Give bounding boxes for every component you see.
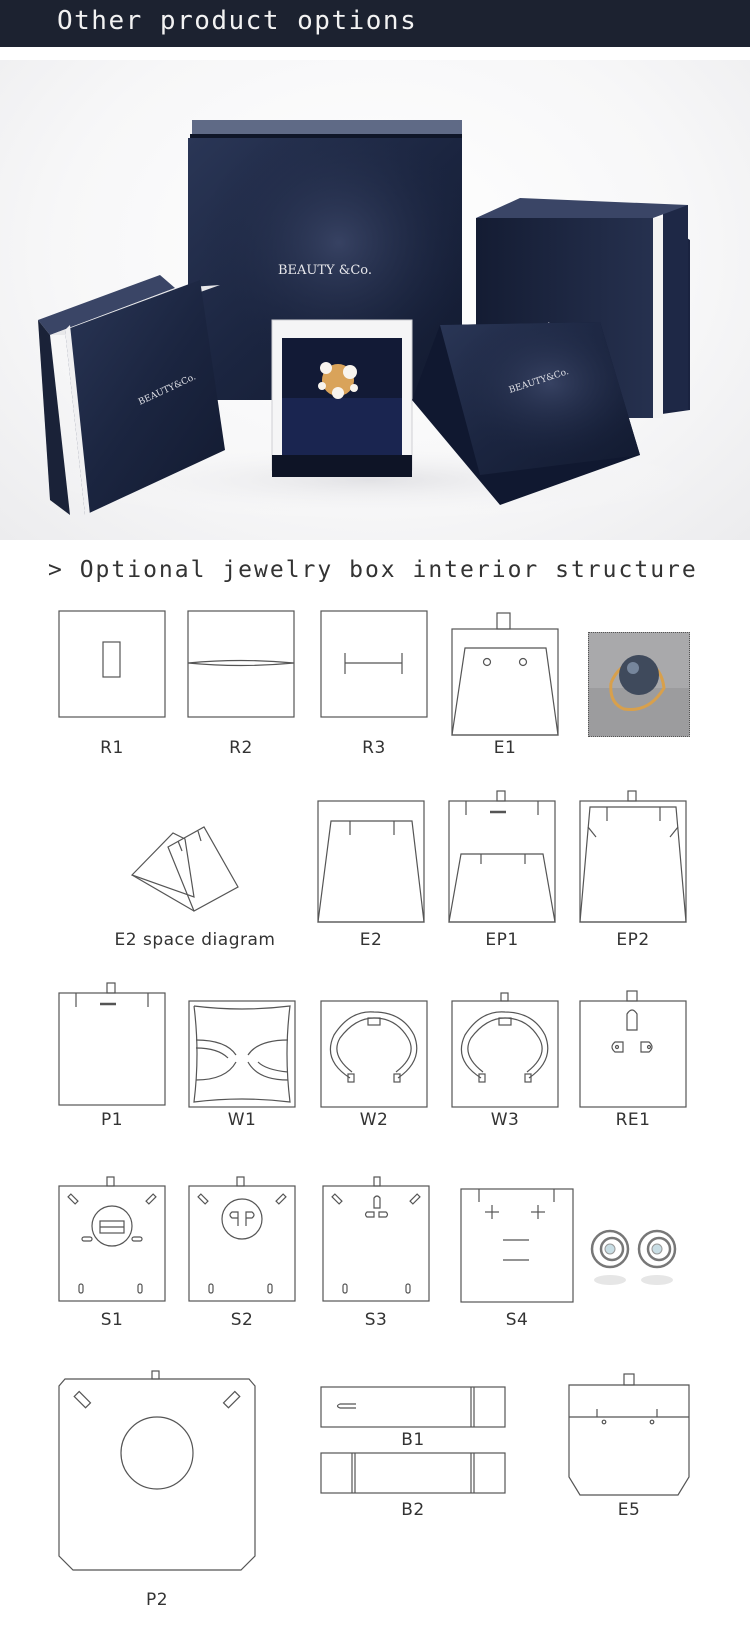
label-w3: W3 [490, 1110, 520, 1130]
diagram-s1 [58, 1176, 166, 1302]
product-photo: BEAUTY &Co. BEAUTY&Co. BEAUTY&Co. [0, 60, 750, 540]
diagram-p1 [58, 982, 166, 1106]
diagram-b1 [320, 1386, 506, 1428]
diagram-s2 [188, 1176, 296, 1302]
diagram-re1 [579, 990, 687, 1108]
diagram-w2 [320, 1000, 428, 1108]
label-s1: S1 [100, 1310, 124, 1330]
label-e2-space: E2 space diagram [114, 930, 276, 950]
label-w2: W2 [359, 1110, 389, 1130]
label-p2: P2 [145, 1590, 169, 1610]
page-title: Other product options [57, 6, 418, 36]
label-r1: R1 [100, 738, 124, 758]
brand-text: BEAUTY &Co. [278, 263, 372, 278]
label-e5: E5 [617, 1500, 641, 1520]
diagram-w1 [188, 1000, 296, 1108]
diagram-s3 [322, 1176, 430, 1302]
gold-ring-icon [318, 362, 358, 399]
header-bar: Other product options [0, 0, 750, 47]
label-p1: P1 [100, 1110, 124, 1130]
pearl-ring-photo [588, 632, 690, 737]
jewelry-boxes-illustration: BEAUTY &Co. BEAUTY&Co. BEAUTY&Co. [38, 120, 700, 520]
label-w1: W1 [227, 1110, 257, 1130]
label-r3: R3 [362, 738, 386, 758]
diagram-e2-space [130, 815, 245, 915]
diagram-b2 [320, 1452, 506, 1494]
diagram-ep1 [448, 790, 556, 923]
section-subtitle: > Optional jewelry box interior structur… [48, 557, 698, 583]
label-ep2: EP2 [616, 930, 650, 950]
label-b1: B1 [401, 1430, 425, 1450]
diagram-e1 [451, 612, 559, 736]
diagram-r2 [187, 610, 295, 718]
diagram-r1 [58, 610, 166, 718]
label-s3: S3 [364, 1310, 388, 1330]
label-e2: E2 [359, 930, 383, 950]
label-re1: RE1 [615, 1110, 651, 1130]
diagram-e5 [568, 1373, 690, 1496]
label-s4: S4 [505, 1310, 529, 1330]
label-ep1: EP1 [485, 930, 519, 950]
earrings-photo [590, 1225, 680, 1295]
diagram-p2 [58, 1370, 256, 1576]
label-b2: B2 [401, 1500, 425, 1520]
diagram-s4 [460, 1188, 574, 1303]
label-r2: R2 [229, 738, 253, 758]
diagram-r3 [320, 610, 428, 718]
diagram-e2 [317, 800, 425, 923]
diagram-ep2 [579, 790, 687, 923]
label-s2: S2 [230, 1310, 254, 1330]
label-e1: E1 [493, 738, 517, 758]
diagram-w3 [451, 992, 559, 1108]
